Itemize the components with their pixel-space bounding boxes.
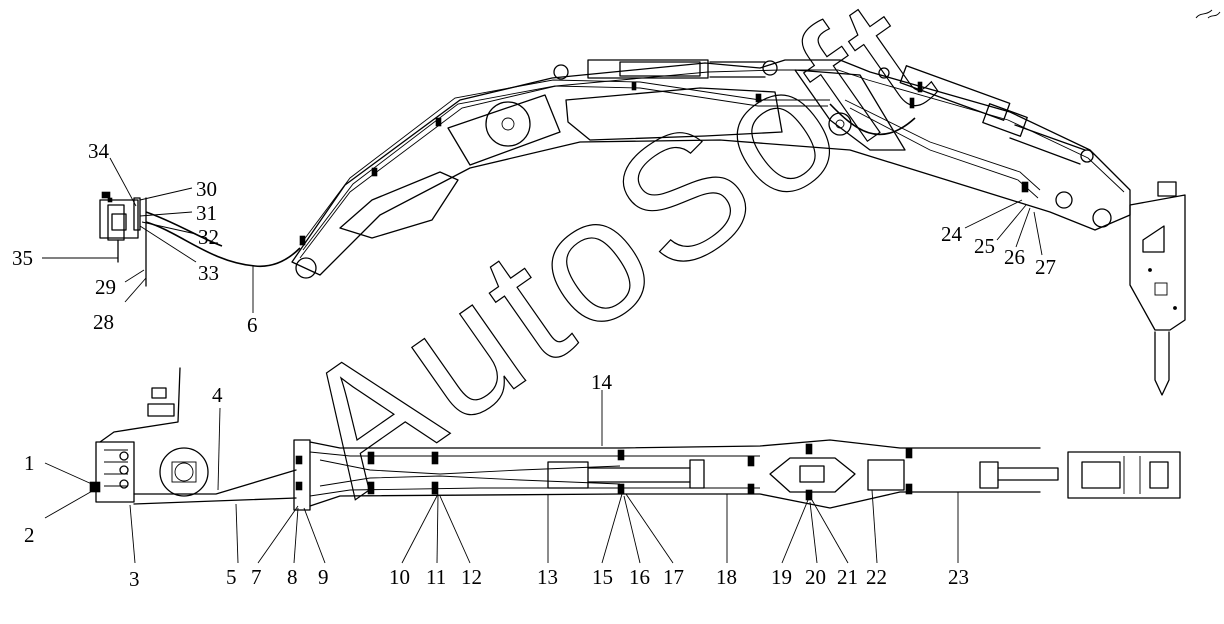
callout-24: 24: [941, 222, 963, 246]
callout-13: 13: [537, 565, 558, 589]
callout-23: 23: [948, 565, 969, 589]
callout-16: 16: [629, 565, 650, 589]
callout-11: 11: [426, 565, 446, 589]
callout-8: 8: [287, 565, 298, 589]
watermark-text: AutoSoft: [265, 0, 966, 531]
callout-10: 10: [389, 565, 410, 589]
callout-31: 31: [196, 201, 217, 225]
callout-29: 29: [95, 275, 116, 299]
callout-7: 7: [251, 565, 262, 589]
callout-27: 27: [1035, 255, 1056, 279]
callout-30: 30: [196, 177, 217, 201]
callout-3: 3: [129, 567, 140, 591]
callout-4: 4: [212, 383, 223, 407]
callout-22: 22: [866, 565, 887, 589]
callout-21: 21: [837, 565, 858, 589]
callout-5: 5: [226, 565, 237, 589]
callout-19: 19: [771, 565, 792, 589]
callout-17: 17: [663, 565, 684, 589]
callout-15: 15: [592, 565, 613, 589]
callout-25: 25: [974, 234, 995, 258]
callout-20: 20: [805, 565, 826, 589]
callout-labels: 1 2 3 4 5 6 7 8 9 10 11 12 13 14 15 16 1…: [12, 139, 1056, 591]
boom-top-view: [89, 367, 1181, 511]
callout-33: 33: [198, 261, 219, 285]
callout-32: 32: [198, 225, 219, 249]
callout-28: 28: [93, 310, 114, 334]
callout-26: 26: [1004, 245, 1025, 269]
callout-6: 6: [247, 313, 258, 337]
callout-35: 35: [12, 246, 33, 270]
callout-12: 12: [461, 565, 482, 589]
callout-18: 18: [716, 565, 737, 589]
callout-14: 14: [591, 370, 613, 394]
boom-side-view: [291, 9, 1221, 396]
callout-2: 2: [24, 523, 35, 547]
callout-9: 9: [318, 565, 329, 589]
callout-34: 34: [88, 139, 110, 163]
leader-lines: [42, 157, 1043, 564]
callout-1: 1: [24, 451, 35, 475]
